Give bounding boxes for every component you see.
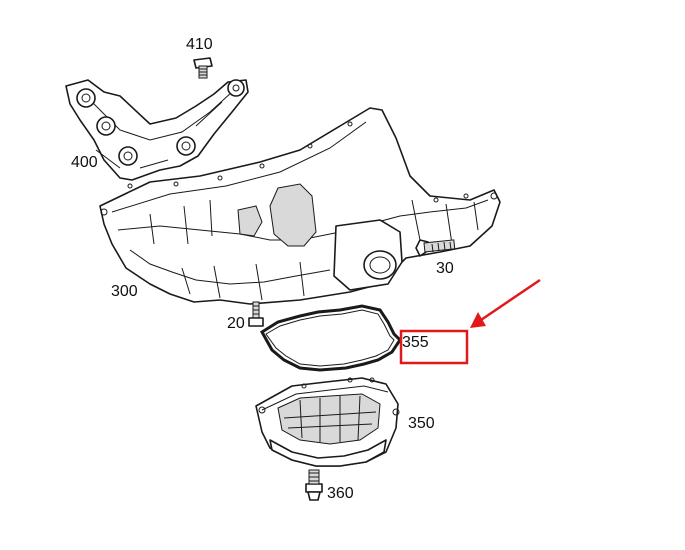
callout-360: 360 [327, 485, 354, 502]
drain-plug-360[interactable] [305, 469, 323, 501]
callout-30: 30 [436, 260, 454, 277]
side-bolt-30[interactable] [415, 239, 456, 257]
callout-410: 410 [186, 36, 213, 53]
callout-20: 20 [227, 315, 245, 332]
callout-355: 355 [402, 334, 429, 351]
lower-oil-pan-350[interactable] [255, 377, 400, 467]
callout-300: 300 [111, 283, 138, 300]
gasket-355[interactable] [259, 304, 402, 372]
upper-oil-pan-300[interactable] [99, 107, 501, 305]
highlight-arrow [470, 278, 541, 328]
highlight-box [399, 329, 469, 365]
callout-350: 350 [408, 415, 435, 432]
small-bolt-20[interactable] [248, 301, 264, 327]
bracket-bolt-410[interactable] [193, 57, 213, 79]
callout-400: 400 [71, 154, 98, 171]
bracket-400[interactable] [65, 79, 249, 181]
